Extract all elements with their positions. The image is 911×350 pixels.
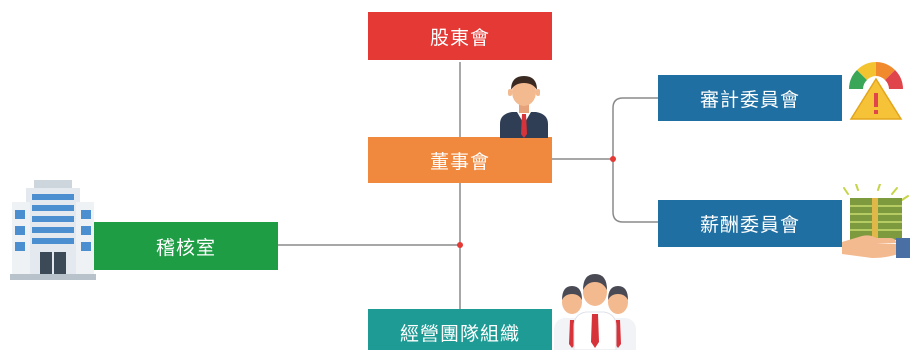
remuneration-committee-box: 薪酬委員會	[658, 200, 842, 247]
team-icon	[554, 274, 636, 350]
shareholders-box: 股東會	[368, 12, 552, 60]
management-team-label: 經營團隊組織	[399, 323, 520, 345]
connector-audit-committee	[612, 97, 660, 159]
junction-dot	[457, 242, 463, 248]
building-icon	[10, 180, 96, 280]
junction-dot	[610, 156, 616, 162]
warning-gauge-icon	[849, 62, 903, 120]
board-box: 董事會	[368, 137, 552, 183]
shareholders-label: 股東會	[429, 26, 490, 49]
internal-audit-label: 稽核室	[155, 236, 216, 259]
connector-remuneration-committee	[612, 159, 660, 223]
internal-audit-box: 稽核室	[94, 222, 278, 270]
audit-committee-box: 審計委員會	[658, 75, 842, 121]
audit-committee-label: 審計委員會	[699, 88, 800, 111]
money-hand-icon	[842, 184, 910, 258]
businessman-icon	[500, 76, 548, 138]
board-label: 董事會	[429, 150, 490, 173]
remuneration-committee-label: 薪酬委員會	[699, 214, 800, 236]
management-team-box: 經營團隊組織	[368, 309, 552, 350]
